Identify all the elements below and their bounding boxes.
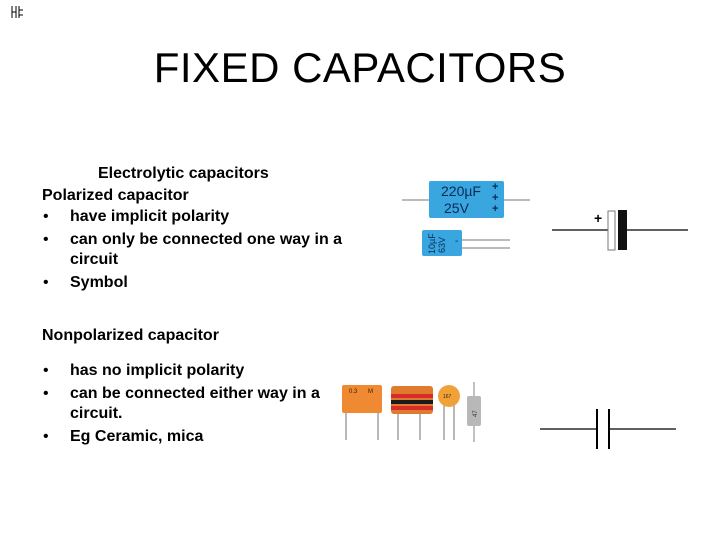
- polarity-mark: +: [492, 203, 498, 215]
- list-item: Symbol: [42, 273, 362, 293]
- capacitor-voltage-label: 63V: [437, 237, 447, 253]
- electrolytic-capacitors-image: 220µF 25V + + + 10µF 63V -: [402, 181, 530, 256]
- nonpolarized-capacitor-symbol: [540, 409, 676, 449]
- slide-title: FIXED CAPACITORS: [153, 44, 567, 91]
- polarity-mark: +: [594, 210, 602, 226]
- axial-marking: 47: [473, 410, 479, 417]
- nonpolarized-bullet-list: has no implicit polarity can be connecte…: [42, 361, 362, 447]
- polarized-heading: Electrolytic capacitors: [98, 165, 269, 182]
- nonpolarized-heading: Nonpolarized capacitor: [42, 327, 219, 344]
- list-item: can be connected either way in a circuit…: [42, 384, 362, 424]
- polarity-mark: +: [492, 181, 498, 193]
- polarized-subheading: Polarized capacitor: [42, 187, 189, 204]
- ceramic-marking: 167: [443, 394, 452, 400]
- capacitor-value-label: 10µF: [427, 233, 437, 254]
- capacitor-value-label: 220µF: [441, 183, 481, 199]
- list-item: Eg Ceramic, mica: [42, 427, 362, 447]
- nonpolarized-section: Nonpolarized capacitor has no implicit p…: [42, 325, 362, 450]
- list-item: have implicit polarity: [42, 207, 362, 227]
- capacitor-voltage-label: 25V: [444, 200, 470, 216]
- polarity-mark: +: [492, 192, 498, 204]
- nonpolarized-capacitors-image: 0.3 M 167 47: [342, 382, 481, 442]
- polarized-bullet-list: have implicit polarity can only be conne…: [42, 207, 362, 293]
- polarized-section: Electrolytic capacitors Polarized capaci…: [42, 163, 362, 296]
- list-item: has no implicit polarity: [42, 361, 362, 381]
- polarized-capacitor-symbol: +: [552, 210, 688, 251]
- film-marking: 0.3: [349, 389, 358, 395]
- polarity-mark: -: [455, 236, 458, 247]
- slide-corner-icon: [11, 6, 23, 18]
- list-item: can only be connected one way in a circu…: [42, 230, 362, 270]
- film-marking: M: [368, 389, 373, 395]
